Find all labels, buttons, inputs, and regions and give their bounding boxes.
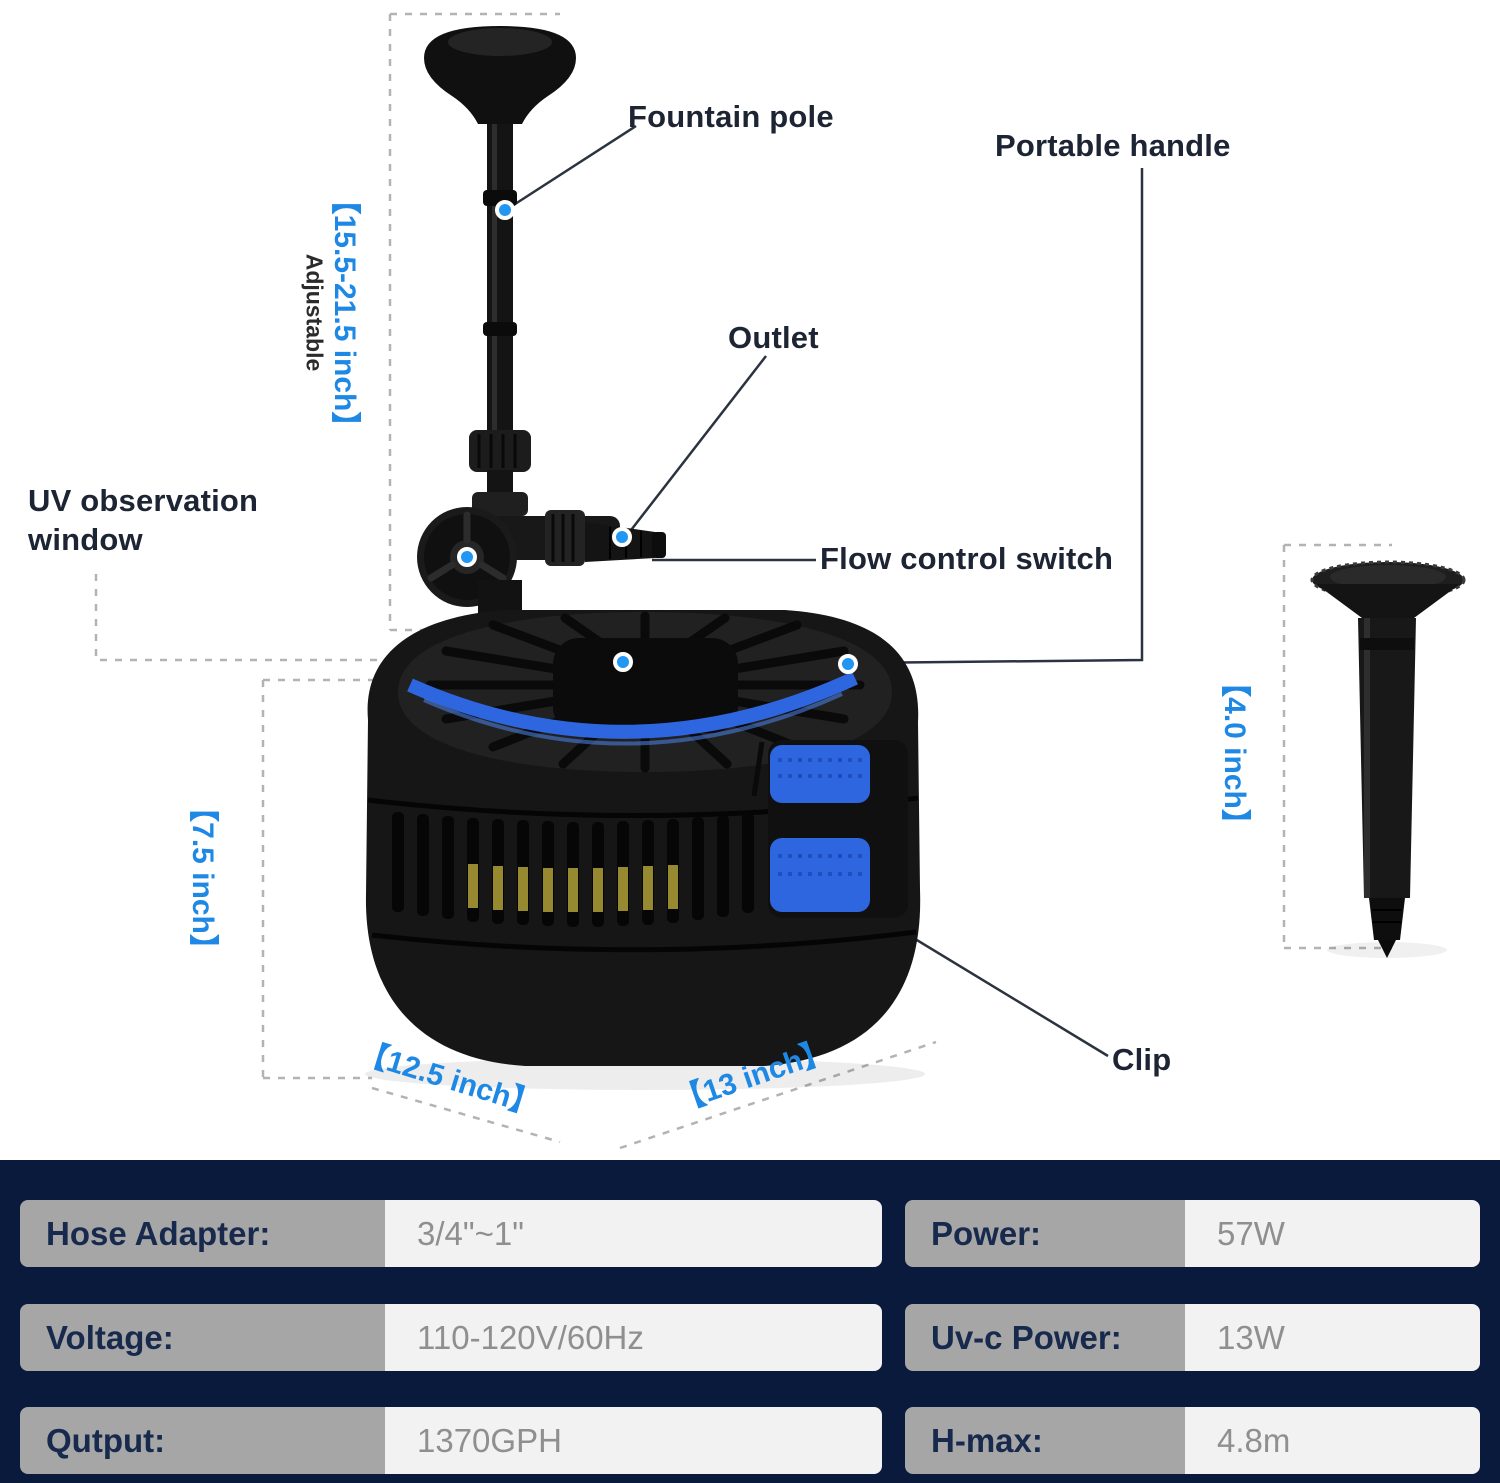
fountain-pole-label: Fountain pole <box>628 99 834 134</box>
body-height-dimension: 【7.5 inch】 <box>186 792 219 964</box>
outlet-label: Outlet <box>728 320 819 355</box>
pole-height-dimension: 【15.5-21.5 inch】 <box>328 184 361 442</box>
dot-portable-handle <box>838 654 858 674</box>
dot-fountain-pole <box>495 200 515 220</box>
pump-body-illustration <box>365 26 921 1066</box>
spec-label-output: Qutput: <box>20 1407 385 1474</box>
fountain-pole-part <box>483 118 517 453</box>
adjustable-note: Adjustable <box>301 253 328 372</box>
spec-label-uvc-power: Uv-c Power: <box>905 1304 1185 1371</box>
vent-slots <box>392 812 754 927</box>
clip-label: Clip <box>1112 1042 1172 1077</box>
product-illustration <box>94 12 1466 1150</box>
spec-row-hmax: H-max: 4.8m <box>905 1407 1480 1474</box>
portable-handle-part <box>407 671 858 739</box>
spec-row-voltage: Voltage: 110-120V/60Hz <box>20 1304 882 1371</box>
fountain-head-part <box>424 26 576 124</box>
spec-value-hose-adapter: 3/4"~1" <box>385 1200 882 1267</box>
spec-value-power: 57W <box>1185 1200 1480 1267</box>
dot-outlet <box>612 527 632 547</box>
clip-part <box>770 745 870 912</box>
spec-label-hmax: H-max: <box>905 1407 1185 1474</box>
spec-label-voltage: Voltage: <box>20 1304 385 1371</box>
callout-dots <box>457 200 858 674</box>
spec-row-output: Qutput: 1370GPH <box>20 1407 882 1474</box>
flow-control-label: Flow control switch <box>820 541 1114 576</box>
spec-table: Hose Adapter: 3/4"~1" Voltage: 110-120V/… <box>0 1160 1500 1483</box>
portable-handle-label: Portable handle <box>995 128 1231 163</box>
spec-row-uvc-power: Uv-c Power: 13W <box>905 1304 1480 1371</box>
spec-value-output: 1370GPH <box>385 1407 882 1474</box>
spec-value-hmax: 4.8m <box>1185 1407 1480 1474</box>
spec-row-hose-adapter: Hose Adapter: 3/4"~1" <box>20 1200 882 1267</box>
dot-uv-window <box>457 547 477 567</box>
measurement-lines <box>94 12 1392 1150</box>
filter-sponge <box>468 864 678 912</box>
spec-row-power: Power: 57W <box>905 1200 1480 1267</box>
spec-value-voltage: 110-120V/60Hz <box>385 1304 882 1371</box>
spec-value-uvc-power: 13W <box>1185 1304 1480 1371</box>
spec-label-hose-adapter: Hose Adapter: <box>20 1200 385 1267</box>
spec-label-power: Power: <box>905 1200 1185 1267</box>
nozzle-height-dimension: 【4.0 inch】 <box>1218 667 1251 839</box>
spare-nozzle-illustration <box>1310 560 1466 958</box>
dot-top-grille <box>613 652 633 672</box>
uv-window-label: UV observation window <box>28 483 259 557</box>
